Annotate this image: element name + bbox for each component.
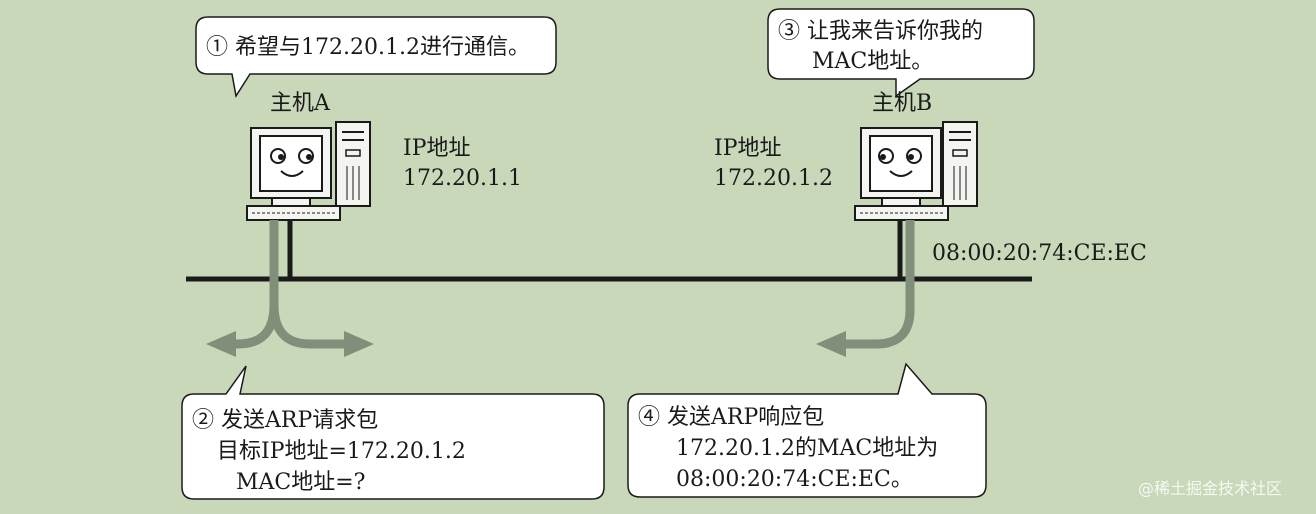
bubble-step1: ① 希望与172.20.1.2进行通信。: [195, 16, 557, 99]
host-b-mac-address: 08:00:20:74:CE:EC: [932, 241, 1147, 266]
bubble-step4-line2: 172.20.1.2的MAC地址为: [676, 436, 938, 461]
host-b-computer: [854, 121, 978, 279]
host-a-screen: [259, 135, 323, 192]
host-a-computer: [246, 121, 371, 279]
host-a-ip-label: IP地址: [403, 136, 471, 161]
host-b-ip-label: IP地址: [714, 136, 782, 161]
arp-request-broadcast-arrow: [206, 220, 374, 357]
bubble-step3: ③ 让我来告诉你我的 MAC地址。: [767, 8, 1035, 98]
bubble-step2-line2: 目标IP地址=172.20.1.2: [217, 439, 466, 464]
host-a-ip-value: 172.20.1.1: [403, 166, 522, 191]
host-b-screen: [869, 135, 933, 192]
bubble-step4-line1: ④ 发送ARP响应包: [638, 405, 824, 430]
watermark: @稀土掘金技术社区: [1138, 479, 1282, 498]
bubble-step2-line1: ② 发送ARP请求包: [192, 408, 378, 433]
host-b-ip-value: 172.20.1.2: [714, 166, 833, 191]
bubble-step3-line1: ③ 让我来告诉你我的: [778, 19, 983, 44]
bubble-step2: ② 发送ARP请求包 目标IP地址=172.20.1.2 MAC地址=?: [181, 365, 605, 500]
bubble-step2-line3: MAC地址=?: [236, 470, 365, 495]
bubble-step4-line3: 08:00:20:74:CE:EC。: [676, 467, 913, 492]
bubble-step1-text: ① 希望与172.20.1.2进行通信。: [206, 35, 530, 60]
host-b-name: 主机B: [872, 91, 932, 116]
bubble-step4: ④ 发送ARP响应包 172.20.1.2的MAC地址为 08:00:20:74…: [627, 362, 987, 498]
host-a-name: 主机A: [270, 91, 331, 116]
bubble-step3-line2: MAC地址。: [812, 49, 933, 74]
arp-reply-arrow: [816, 220, 915, 357]
host-a-tower: [335, 121, 371, 207]
